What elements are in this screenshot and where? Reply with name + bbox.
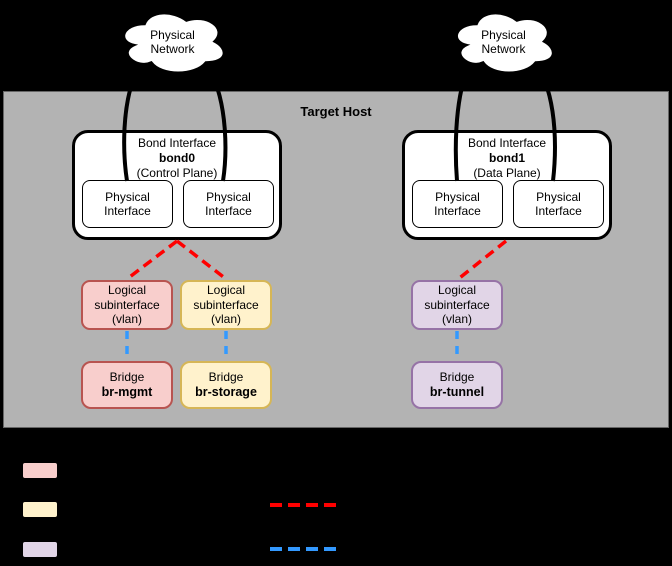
bond0-box: Bond Interface bond0 (Control Plane) Phy… [72,130,282,240]
cloud-shape-icon [117,7,228,76]
bond0-title: Bond Interface [137,136,217,150]
bond0-plane: (Control Plane) [136,166,218,180]
bond1-name: bond1 [489,151,525,165]
subinterface-mgmt-box: Logical subinterface (vlan) [81,280,173,330]
bridge-br-tunnel-box: Bridge br-tunnel [411,361,503,409]
subinterface-tunnel-box: Logical subinterface (vlan) [411,280,503,330]
bond0-physical-interface-2: Physical Interface [183,180,274,228]
subinterface-storage-box: Logical subinterface (vlan) [180,280,272,330]
bond0-physical-interface-1: Physical Interface [82,180,173,228]
bond0-name: bond0 [159,151,195,165]
bridge-br-storage-box: Bridge br-storage [180,361,272,409]
bridge-label: Bridge [208,370,244,384]
legend-swatch-yellow [21,500,59,519]
bond1-plane: (Data Plane) [473,166,541,180]
cloud-label-right: Physical Network [481,27,526,56]
cloud-shape-icon [450,7,557,76]
bridge-br-mgmt-box: Bridge br-mgmt [81,361,173,409]
bond1-physical-interface-2: Physical Interface [513,180,604,228]
bridge-name: br-tunnel [429,385,485,399]
legend-swatch-red [21,461,59,480]
cloud-label-left: Physical Network [150,27,195,56]
target-host-title: Target Host [300,104,372,119]
bridge-label: Bridge [439,370,475,384]
physical-network-cloud-right: Physical Network [450,7,557,76]
legend-swatch-purple [21,540,59,559]
bridge-name: br-storage [195,385,257,399]
bridge-name: br-mgmt [101,385,153,399]
bond1-physical-interface-1: Physical Interface [412,180,503,228]
bond1-title: Bond Interface [467,136,547,150]
bond1-box: Bond Interface bond1 (Data Plane) Physic… [402,130,612,240]
bridge-label: Bridge [109,370,145,384]
physical-network-cloud-left: Physical Network [117,7,228,76]
